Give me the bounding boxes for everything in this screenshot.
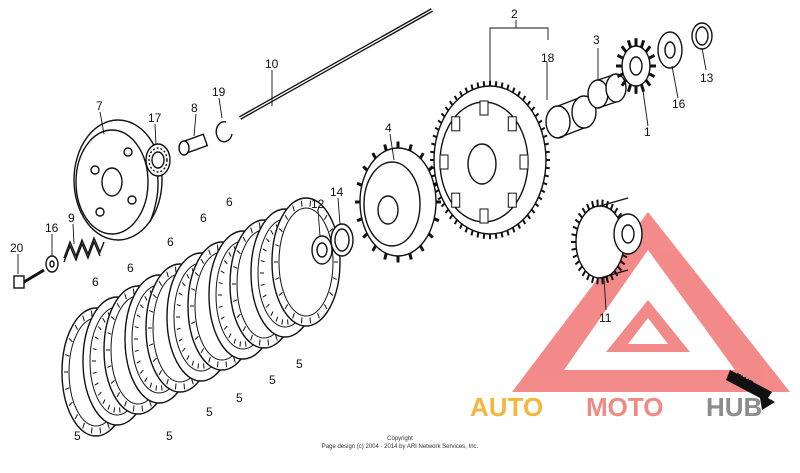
collar — [312, 236, 332, 264]
watermark-brand: AUTO MOTO HUB — [470, 392, 762, 422]
callout-3: 3 — [593, 33, 600, 47]
callout-6: 6 — [200, 211, 207, 225]
watermark-logo — [512, 212, 790, 392]
callout-17: 17 — [148, 111, 162, 125]
callout-5: 5 — [236, 391, 243, 405]
thrust-washer — [331, 224, 353, 256]
callout-20: 20 — [10, 241, 24, 255]
pressure-plate — [74, 120, 162, 240]
callout-19: 19 — [212, 85, 226, 99]
bushing — [588, 74, 626, 108]
friction-disc — [272, 198, 340, 326]
callout-18: 18 — [541, 51, 555, 65]
circlip — [216, 122, 232, 142]
callout-12: 12 — [311, 197, 325, 211]
callout-5: 5 — [269, 373, 276, 387]
callout-7: 7 — [96, 99, 103, 113]
oil-pump-sprocket — [616, 38, 656, 94]
callout-5: 5 — [74, 429, 81, 443]
callout-6: 6 — [92, 275, 99, 289]
callout-9: 9 — [68, 211, 75, 225]
needle-bearing — [546, 96, 596, 138]
clutch-spring — [64, 238, 104, 262]
copyright-line-1: Copyright — [387, 436, 413, 442]
callout-6: 6 — [226, 195, 233, 209]
circlip-upper — [692, 23, 712, 49]
callout-6: 6 — [167, 235, 174, 249]
callout-2: 2 — [511, 7, 518, 21]
callout-4: 4 — [385, 121, 392, 135]
clutch-center — [355, 142, 441, 263]
callout-5: 5 — [206, 405, 213, 419]
watermark-hub: HUB — [706, 392, 762, 422]
clutch-outer — [430, 81, 550, 239]
callout-11: 11 — [599, 311, 612, 325]
washer-upper — [658, 32, 682, 68]
callout-1: 1 — [644, 125, 651, 139]
callout-16-lower: 16 — [45, 221, 59, 235]
callout-10: 10 — [265, 57, 279, 71]
callout-5: 5 — [296, 357, 303, 371]
washer-small — [46, 256, 58, 272]
callout-8: 8 — [191, 101, 198, 115]
callout-14: 14 — [330, 185, 344, 199]
callout-6: 6 — [127, 261, 134, 275]
release-bearing — [146, 144, 170, 176]
copyright-line-2: Page design (c) 2004 - 2014 by ARI Netwo… — [322, 444, 479, 450]
callout-5: 5 — [166, 429, 173, 443]
bolt — [14, 270, 44, 288]
lifter-piece — [179, 134, 207, 155]
callout-13: 13 — [700, 71, 714, 85]
callout-16-upper: 16 — [672, 97, 686, 111]
watermark-auto: AUTO — [470, 392, 543, 422]
watermark-moto: MOTO — [586, 392, 664, 422]
